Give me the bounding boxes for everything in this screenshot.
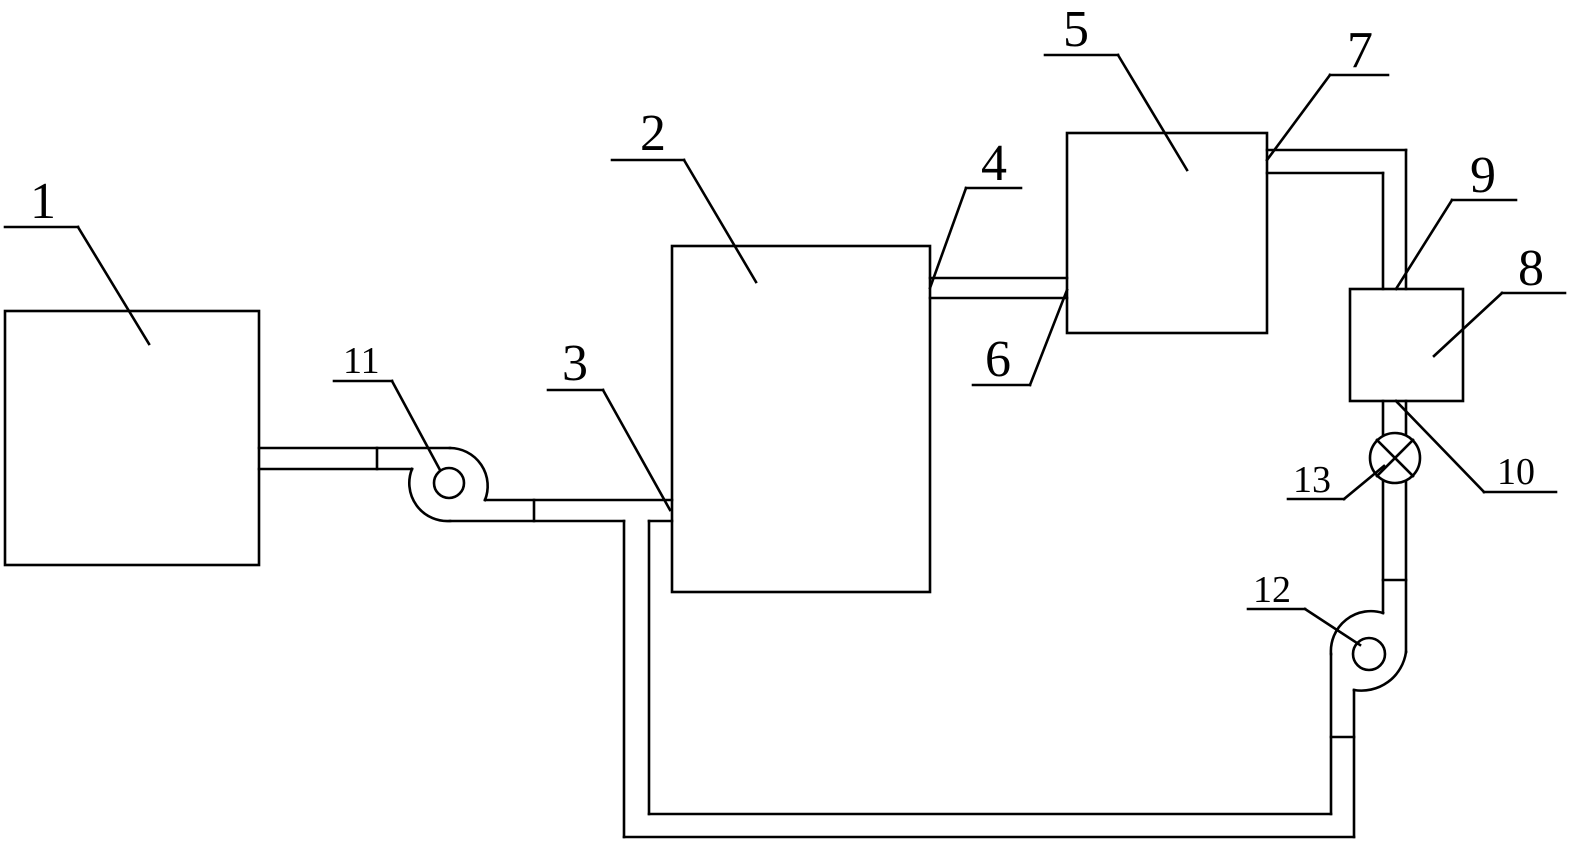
pipe-pump12-to-box8 <box>1381 399 1408 654</box>
box-1 <box>3 309 261 567</box>
pipe-box1-to-pump11 <box>257 446 452 471</box>
pump-12 <box>1329 609 1408 692</box>
leader-lines <box>3 53 1567 647</box>
valve-13 <box>1368 431 1422 485</box>
label-4: 4 <box>981 135 1007 192</box>
label-8: 8 <box>1518 240 1544 297</box>
box-5 <box>1065 131 1269 335</box>
label-2: 2 <box>640 105 666 162</box>
pipe-box8-to-box5 <box>1265 148 1408 291</box>
label-6: 6 <box>985 331 1011 388</box>
return-loop-pipe <box>622 519 1356 839</box>
label-10: 10 <box>1497 451 1535 493</box>
label-5: 5 <box>1063 1 1089 58</box>
label-12: 12 <box>1253 569 1291 611</box>
label-1: 1 <box>30 173 56 230</box>
label-13: 13 <box>1293 459 1331 501</box>
label-11: 11 <box>343 340 380 382</box>
label-9: 9 <box>1470 147 1496 204</box>
label-7: 7 <box>1347 22 1373 79</box>
pipe-pump11-to-box2 <box>448 498 674 523</box>
box-2 <box>670 244 932 594</box>
label-3: 3 <box>562 335 588 392</box>
pump-11 <box>408 446 489 523</box>
pipe-box2-to-box5 <box>928 276 1069 300</box>
